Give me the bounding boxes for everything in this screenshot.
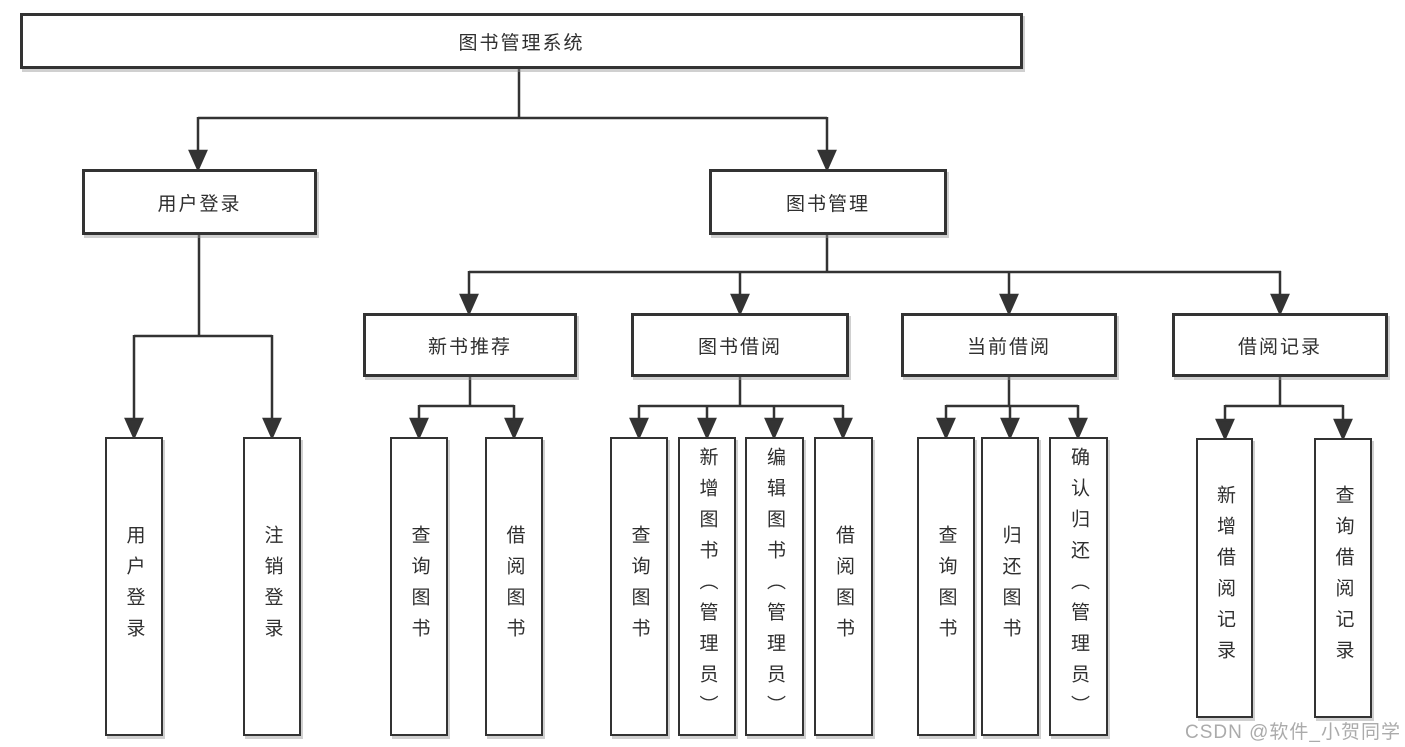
node-library-management-system: 图书管理系统 (20, 13, 1023, 69)
node-book-management: 图书管理 (709, 169, 947, 235)
node-label: 图书借阅 (697, 336, 782, 358)
leaf-label: 借阅图书 (503, 524, 525, 649)
node-label: 图书管理 (785, 193, 870, 215)
leaf-label: 编辑图书（管理员） (764, 447, 785, 726)
leaf-label: 查询图书 (628, 524, 650, 649)
node-current-borrowing: 当前借阅 (901, 313, 1117, 377)
leaf-label: 查询图书 (935, 524, 957, 649)
leaf-label: 查询借阅记录 (1332, 485, 1354, 671)
leaf-borrow-add-books-admin: 新增图书（管理员） (678, 437, 736, 736)
node-user-login: 用户登录 (82, 169, 317, 235)
node-new-book-recommend: 新书推荐 (363, 313, 577, 377)
leaf-newbook-borrow-books: 借阅图书 (485, 437, 543, 736)
leaf-label: 确认归还（管理员） (1068, 447, 1089, 726)
node-label: 新书推荐 (427, 336, 512, 358)
leaf-label: 归还图书 (999, 524, 1021, 649)
leaf-label: 新增图书（管理员） (696, 447, 718, 726)
node-label: 借阅记录 (1237, 336, 1322, 358)
leaf-label: 借阅图书 (833, 524, 854, 649)
leaf-records-query-record: 查询借阅记录 (1314, 438, 1372, 718)
leaf-current-return-books: 归还图书 (981, 437, 1039, 736)
csdn-watermark: CSDN @软件_小贺同学 (1185, 722, 1401, 743)
leaf-label: 新增借阅记录 (1214, 485, 1235, 671)
leaf-borrow-borrow-books: 借阅图书 (814, 437, 873, 736)
leaf-label: 用户登录 (123, 524, 145, 649)
leaf-borrow-query-books: 查询图书 (610, 437, 668, 736)
node-label: 当前借阅 (966, 336, 1051, 358)
node-label: 用户登录 (157, 193, 242, 215)
leaf-label: 注销登录 (261, 524, 283, 649)
leaf-newbook-query-books: 查询图书 (390, 437, 448, 736)
leaf-logout: 注销登录 (243, 437, 301, 736)
node-label: 图书管理系统 (458, 32, 585, 54)
leaf-label: 查询图书 (408, 524, 430, 649)
node-borrowing-records: 借阅记录 (1172, 313, 1388, 377)
leaf-user-login: 用户登录 (105, 437, 163, 736)
node-book-borrowing: 图书借阅 (631, 313, 849, 377)
leaf-borrow-edit-books-admin: 编辑图书（管理员） (745, 437, 804, 736)
leaf-records-add-record: 新增借阅记录 (1196, 438, 1253, 718)
leaf-current-confirm-return-admin: 确认归还（管理员） (1049, 437, 1108, 736)
leaf-current-query-books: 查询图书 (917, 437, 975, 736)
